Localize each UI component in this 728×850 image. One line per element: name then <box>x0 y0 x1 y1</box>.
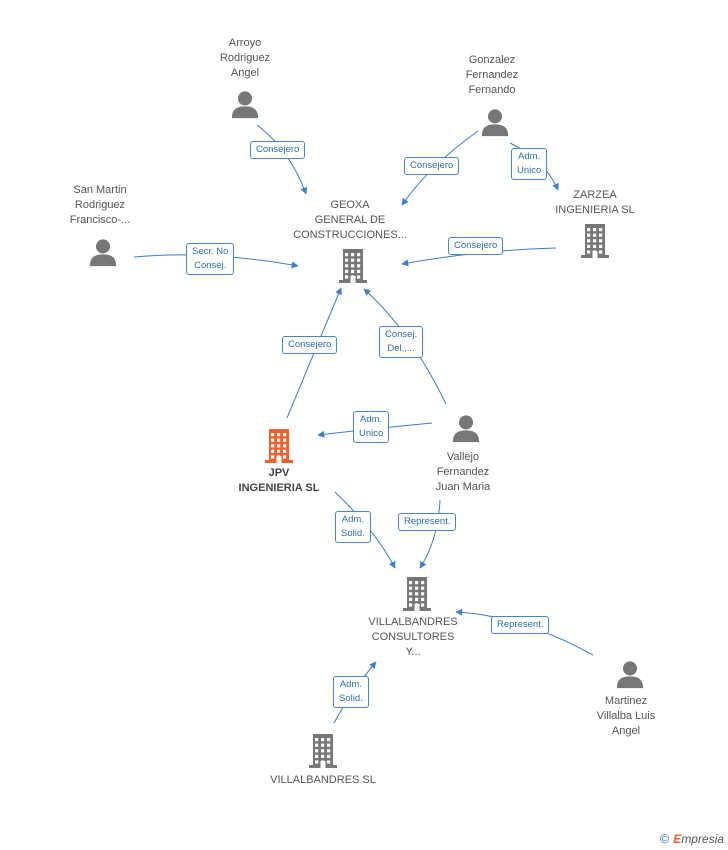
edge-label: Consejero <box>404 157 460 175</box>
edge-label: Adm. Solid. <box>333 676 369 708</box>
edge-line <box>256 124 308 195</box>
edge-label: Consejero <box>282 336 338 354</box>
building-icon <box>308 734 338 768</box>
node-label: Vallejo Fernandez Juan Maria <box>435 451 491 493</box>
person-icon <box>615 660 645 690</box>
person-icon <box>230 90 260 120</box>
node-label: VILLALBANDRES SL <box>270 774 376 786</box>
node-label: JPV INGENIERIA SL <box>238 467 320 494</box>
edge-label: Consejero <box>250 141 306 159</box>
brand-logo: Empresia <box>673 832 724 846</box>
node-label: GEOXA GENERAL DE CONSTRUCCIONES... <box>293 199 407 241</box>
brand-name: mpresia <box>681 831 724 846</box>
copyright-icon: © <box>659 831 670 846</box>
building-icon <box>264 429 294 463</box>
edge-label: Adm. Unico <box>353 411 390 443</box>
building-icon <box>402 577 432 611</box>
brand-initial: E <box>673 831 682 846</box>
edge-label: Adm. Solid. <box>335 511 371 543</box>
edge-label: Consejero <box>448 237 504 255</box>
node-label: Martinez Villalba Luis Angel <box>596 695 656 737</box>
edge-label: Secr. No Consej. <box>186 243 235 275</box>
node-label: VILLALBANDRES CONSULTORES Y... <box>368 616 458 658</box>
edge-line <box>419 499 441 569</box>
node-label: ZARZEA INGENIERIA SL <box>555 189 635 216</box>
edge-label: Represent. <box>398 513 457 531</box>
edge-label: Consej. Del.,... <box>379 326 424 358</box>
footer-brand: © Empresia <box>660 831 724 846</box>
building-icon <box>580 224 610 258</box>
edge-label: Represent. <box>491 616 550 634</box>
person-icon <box>88 238 118 268</box>
building-icon <box>338 249 368 283</box>
node-label: San Martin Rodriguez Francisco-... <box>69 184 131 226</box>
person-icon <box>480 108 510 138</box>
edge-label: Adm. Unico <box>511 148 548 180</box>
node-label: Gonzalez Fernandez Fernando <box>465 54 519 96</box>
node-label: Arroyo Rodriguez Angel <box>219 37 271 79</box>
person-icon <box>451 414 481 444</box>
